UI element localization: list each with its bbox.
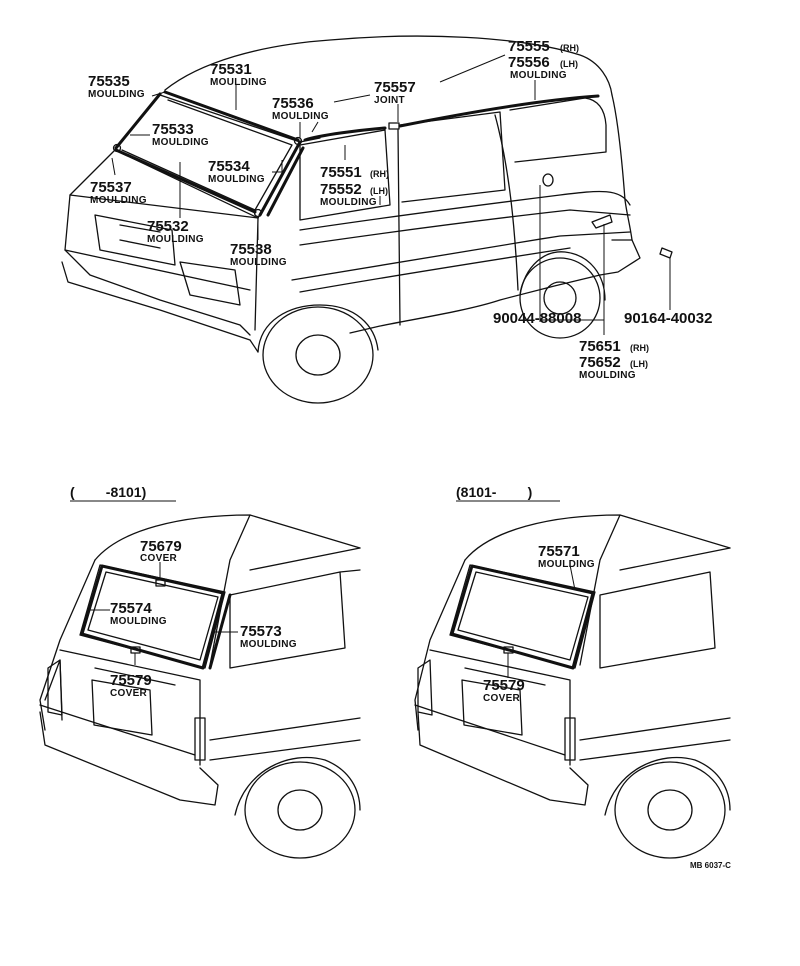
clip-75536 (293, 136, 303, 146)
callout-75534: 75534 MOULDING (208, 158, 265, 185)
callout-75537: 75537 MOULDING (90, 179, 147, 206)
callout-75651: 75651 (RH) (579, 338, 649, 355)
callout-75536: 75536 MOULDING (272, 95, 329, 122)
svg-text:75571: 75571 (538, 543, 580, 560)
callout-75556: 75556 (LH) MOULDING (508, 54, 578, 81)
svg-text:MOULDING: MOULDING (230, 257, 287, 268)
svg-text:75579: 75579 (110, 672, 152, 689)
callout-75573: 75573 MOULDING (240, 623, 297, 650)
callout-90044-88008: 90044-88008 (493, 310, 581, 327)
joint-75557 (388, 122, 400, 130)
svg-text:75535: 75535 (88, 73, 130, 90)
svg-text:75537: 75537 (90, 179, 132, 196)
moulding-75532 (114, 148, 257, 214)
callout-75531: 75531 MOULDING (210, 61, 267, 88)
moulding-75574 (80, 564, 225, 670)
svg-text:90164-40032: 90164-40032 (624, 310, 712, 327)
van-rear-view-late (414, 514, 731, 859)
svg-text:(LH): (LH) (370, 186, 388, 196)
svg-text:75534: 75534 (208, 158, 250, 175)
svg-text:MOULDING: MOULDING (210, 77, 267, 88)
svg-text:MOULDING: MOULDING (538, 559, 595, 570)
callout-75579-late: 75579 COVER (483, 677, 525, 704)
svg-text:MOULDING: MOULDING (208, 174, 265, 185)
callout-75533: 75533 MOULDING (152, 121, 209, 148)
callout-75571: 75571 MOULDING (538, 543, 595, 570)
svg-text:MOULDING: MOULDING (320, 197, 377, 208)
svg-text:(LH): (LH) (630, 359, 648, 369)
svg-text:75651: 75651 (579, 338, 621, 355)
van-rear-view-early (39, 514, 361, 859)
svg-text:(RH): (RH) (630, 343, 649, 353)
svg-text:75556: 75556 (508, 54, 550, 71)
svg-text:COVER: COVER (140, 553, 178, 564)
moulding-75571 (450, 564, 595, 670)
svg-text:75552: 75552 (320, 181, 362, 198)
callout-75532: 75532 MOULDING (147, 218, 204, 245)
callout-75552: 75552 (LH) MOULDING (320, 181, 388, 208)
callout-75555: 75555 (RH) (508, 38, 579, 55)
svg-text:75679: 75679 (140, 538, 182, 555)
moulding-75531 (163, 90, 300, 142)
svg-text:75538: 75538 (230, 241, 272, 258)
callout-75538: 75538 MOULDING (230, 241, 287, 268)
callout-75652: 75652 (LH) MOULDING (579, 354, 648, 381)
svg-text:(RH): (RH) (370, 169, 389, 179)
svg-text:(LH): (LH) (560, 59, 578, 69)
leaders-top (111, 54, 605, 335)
svg-text:MOULDING: MOULDING (510, 70, 567, 81)
range-header-late: (8101- ) (456, 484, 532, 500)
leaders-bottom-left (90, 562, 238, 665)
moulding-75534 (258, 140, 302, 217)
drawing-code: MB 6037-C (690, 861, 731, 870)
clip-75538 (253, 208, 263, 218)
callout-75557: 75557 JOINT (374, 79, 416, 106)
svg-text:75536: 75536 (272, 95, 314, 112)
moulding-75535 (114, 92, 162, 150)
svg-text:75573: 75573 (240, 623, 282, 640)
callout-75535: 75535 MOULDING (88, 73, 145, 100)
svg-text:75551: 75551 (320, 164, 362, 181)
svg-text:75574: 75574 (110, 600, 152, 617)
svg-text:MOULDING: MOULDING (579, 370, 636, 381)
svg-text:MOULDING: MOULDING (110, 616, 167, 627)
svg-text:90044-88008: 90044-88008 (493, 310, 581, 327)
callout-75574: 75574 MOULDING (110, 600, 167, 627)
svg-text:75533: 75533 (152, 121, 194, 138)
range-header-early: ( -8101) (70, 484, 146, 500)
leaders-bottom-right (507, 564, 576, 678)
svg-text:75532: 75532 (147, 218, 189, 235)
svg-text:75652: 75652 (579, 354, 621, 371)
svg-text:MOULDING: MOULDING (272, 111, 329, 122)
svg-text:MOULDING: MOULDING (152, 137, 209, 148)
svg-text:75555: 75555 (508, 38, 550, 55)
svg-text:COVER: COVER (483, 693, 521, 704)
moulding-75555 (398, 94, 600, 128)
callout-75551: 75551 (RH) (320, 164, 389, 181)
svg-text:COVER: COVER (110, 688, 148, 699)
callout-75679: 75679 COVER (140, 538, 182, 564)
moulding-75534-inner (266, 146, 305, 217)
svg-text:JOINT: JOINT (374, 95, 405, 106)
svg-text:MOULDING: MOULDING (147, 234, 204, 245)
svg-text:75579: 75579 (483, 677, 525, 694)
callout-75579-early: 75579 COVER (110, 672, 152, 699)
svg-text:(RH): (RH) (560, 43, 579, 53)
van-front-view (61, 35, 673, 404)
svg-text:MOULDING: MOULDING (240, 639, 297, 650)
svg-text:75531: 75531 (210, 61, 252, 78)
clip-75537 (112, 143, 122, 153)
svg-text:MOULDING: MOULDING (88, 89, 145, 100)
moulding-75551 (303, 126, 387, 142)
svg-text:MOULDING: MOULDING (90, 195, 147, 206)
callout-90164-40032: 90164-40032 (624, 310, 712, 327)
svg-text:75557: 75557 (374, 79, 416, 96)
screw-90164 (659, 247, 673, 259)
